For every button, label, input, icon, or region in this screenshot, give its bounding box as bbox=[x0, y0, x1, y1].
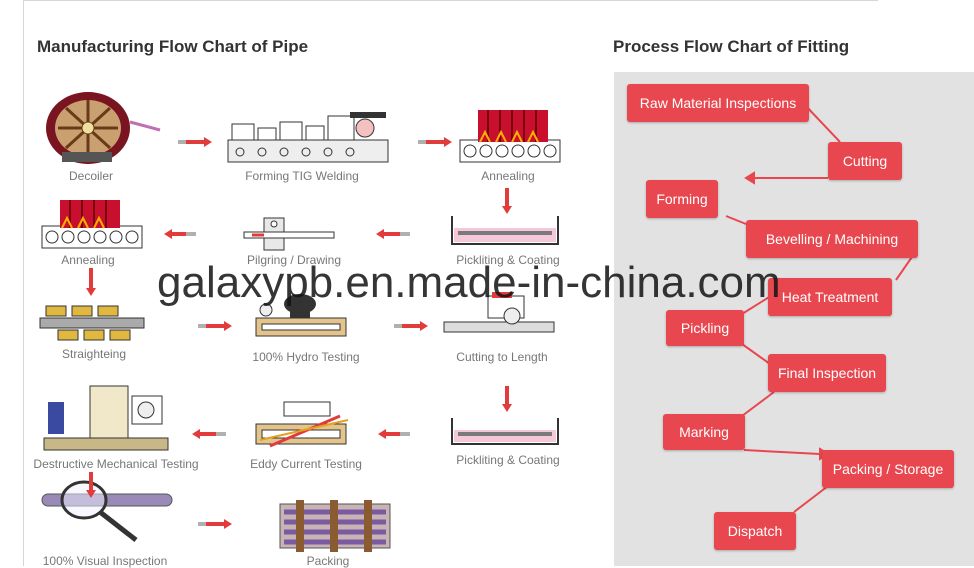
frame-top-border bbox=[23, 0, 878, 1]
fitting-step-final-inspection: Final Inspection bbox=[768, 354, 886, 392]
flow-arrows bbox=[86, 137, 512, 529]
furnace-icon bbox=[41, 200, 143, 249]
pipe-step-label: Pickliting & Coating bbox=[456, 253, 560, 267]
decoiler-coil-icon bbox=[46, 92, 161, 164]
hydro-tester-icon bbox=[255, 294, 347, 337]
pipe-step-label: Cutting to Length bbox=[456, 350, 548, 364]
fitting-step-pickling: Pickling bbox=[666, 310, 744, 346]
pipe-step-label: 100% Hydro Testing bbox=[252, 350, 360, 364]
pipe-step-label: Packing bbox=[306, 554, 350, 568]
fitting-chart-title: Process Flow Chart of Fitting bbox=[613, 37, 850, 56]
pipe-step-label: Annealing bbox=[61, 253, 115, 267]
watermark-text: galaxypb.en.made-in-china.com bbox=[157, 258, 781, 307]
fitting-step-packing-storage: Packing / Storage bbox=[822, 450, 954, 488]
eddy-current-coil-icon bbox=[255, 401, 349, 448]
pipe-step-label: Annealing bbox=[481, 169, 535, 183]
frame-left-border bbox=[23, 0, 24, 566]
fitting-step-raw-material-inspections: Raw Material Inspections bbox=[627, 84, 809, 122]
pipe-step-label: Decoiler bbox=[68, 169, 114, 183]
pipe-step-label: Forming TIG Welding bbox=[245, 169, 359, 183]
straightener-icon bbox=[39, 305, 145, 341]
magnifier-icon bbox=[41, 480, 173, 542]
pipe-step-label: Eddy Current Testing bbox=[250, 457, 362, 471]
pipe-bundle-icon bbox=[279, 500, 391, 552]
pipe-step-label: Straighteing bbox=[61, 347, 127, 361]
fitting-step-marking: Marking bbox=[663, 414, 745, 450]
acid-tank-icon bbox=[451, 418, 559, 445]
pipe-step-label: 100% Visual Inspection bbox=[42, 554, 168, 568]
pipe-chart-title: Manufacturing Flow Chart of Pipe bbox=[37, 37, 309, 56]
fitting-step-bevelling-machining: Bevelling / Machining bbox=[746, 220, 918, 258]
cutting-saw-icon bbox=[443, 292, 555, 333]
fitting-step-heat-treatment: Heat Treatment bbox=[768, 278, 892, 316]
drawing-die-icon bbox=[243, 217, 335, 251]
pipe-step-label: Pilgring / Drawing bbox=[246, 253, 342, 267]
pipe-step-label: Pickliting & Coating bbox=[456, 453, 560, 467]
fitting-step-forming: Forming bbox=[646, 180, 718, 218]
pipe-flow-diagram bbox=[39, 92, 561, 552]
acid-tank-icon bbox=[451, 216, 559, 245]
fitting-step-dispatch: Dispatch bbox=[714, 512, 796, 550]
fitting-step-cutting: Cutting bbox=[828, 142, 902, 180]
furnace-icon bbox=[459, 110, 561, 163]
testing-machine-icon bbox=[43, 385, 169, 451]
pipe-step-label: Destructive Mechanical Testing bbox=[33, 457, 199, 471]
welding-line-icon bbox=[227, 112, 389, 163]
